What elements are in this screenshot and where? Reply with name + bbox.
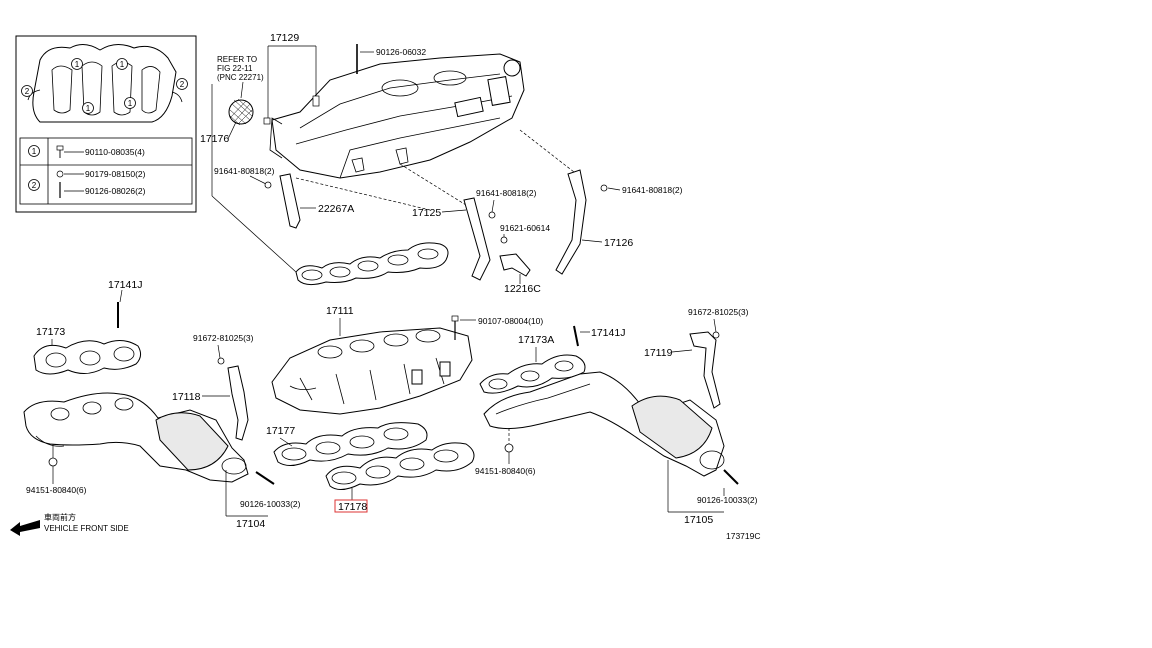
svg-text:90126-10033(2): 90126-10033(2) [697,495,758,505]
svg-text:17111: 17111 [326,305,354,317]
svg-text:17141J: 17141J [108,279,142,291]
exhaust-manifold-17105 [483,371,725,477]
svg-text:17177: 17177 [266,425,295,437]
svg-text:91641-80818(2): 91641-80818(2) [476,188,537,198]
svg-text:90126-10033(2): 90126-10033(2) [240,499,301,509]
vehicle-front-arrow: 車両前方 VEHICLE FRONT SIDE [10,512,129,536]
gasket-17178: 17178 [325,442,475,513]
stud-17141J-right: 17141J [573,325,625,347]
svg-text:VEHICLE FRONT SIDE: VEHICLE FRONT SIDE [44,524,129,533]
svg-text:91672-81025(3): 91672-81025(3) [688,307,749,317]
figure-id: 173719C [726,531,761,541]
svg-text:17173A: 17173A [518,334,554,346]
svg-text:17105: 17105 [684,514,713,526]
gasket-17177: 17177 [266,422,428,466]
svg-text:90110-08035(4): 90110-08035(4) [85,147,145,157]
bracket-22267A: 22267A [279,173,354,229]
pcv-mesh-filter [228,98,254,126]
svg-text:94151-80840(6): 94151-80840(6) [26,485,87,495]
label-17176: 17176 [200,121,237,145]
svg-text:(PNC 22271): (PNC 22271) [217,73,264,82]
svg-text:17141J: 17141J [591,327,625,339]
inset-callout-2a: 2 [21,85,33,97]
svg-text:17118: 17118 [172,391,201,403]
svg-text:91672-81025(3): 91672-81025(3) [193,333,254,343]
svg-text:17173: 17173 [36,326,65,338]
label-91641-left: 91641-80818(2) [214,166,275,189]
svg-text:17126: 17126 [604,237,633,249]
svg-text:17119: 17119 [644,347,673,359]
bracket-17125: 17125 [412,197,491,281]
upper-intake-plenum [269,53,525,179]
label-91621: 91621-60614 [500,223,550,244]
label-90107: 90107-08004(10) [451,315,543,340]
svg-text:90179-08150(2): 90179-08150(2) [85,169,146,179]
bracket-17126: 17126 [519,129,633,275]
svg-text:1: 1 [86,104,91,113]
svg-text:車両前方: 車両前方 [44,512,76,522]
svg-text:2: 2 [25,87,30,96]
highlight-box [334,499,368,513]
inset-panel: 1 1 1 1 2 2 1 2 90110-08035(4) 90179-081… [15,35,197,213]
label-91641-mid: 91641-80818(2) [476,188,537,219]
inset-callout-1b: 1 [116,58,128,70]
svg-text:17104: 17104 [236,518,265,530]
inset-manifold-drawing [27,44,183,123]
refer-note: REFER TO FIG 22-11 (PNC 22271) [217,55,264,99]
exhaust-manifold-17104 [23,392,249,483]
svg-text:17129: 17129 [270,32,299,44]
inset-callout-2b: 2 [176,78,188,90]
label-90126-06032: 90126-06032 [356,44,426,74]
nut-icon [56,170,64,178]
gasket-17173A: 17173A [479,334,586,394]
bracket-17118: 17118 [172,365,249,441]
svg-text:17178: 17178 [338,501,367,513]
svg-text:17176: 17176 [200,133,229,145]
svg-text:1: 1 [75,60,80,69]
stud-90126-left: 90126-10033(2) 17104 [225,470,301,530]
stud-17141J-left: 17141J [108,279,142,328]
svg-text:2: 2 [180,80,185,89]
svg-text:17125: 17125 [412,207,441,219]
inset-callout-1d: 1 [124,97,136,109]
svg-text:91641-80818(2): 91641-80818(2) [622,185,683,195]
bracket-12216C: 12216C [499,253,541,295]
label-94151-right: 94151-80840(6) [475,428,536,476]
arrow-left-icon [10,520,40,536]
svg-text:91621-60614: 91621-60614 [500,223,550,233]
inset-legend: 1 2 90110-08035(4) 90179-08150(2) 90126-… [19,137,193,205]
svg-text:1: 1 [128,99,133,108]
bolt-icon [56,145,64,158]
inset-callout-1a: 1 [71,58,83,70]
svg-text:1: 1 [120,60,125,69]
svg-text:1: 1 [32,147,37,156]
svg-text:2: 2 [32,181,37,190]
lower-intake-manifold: 17111 [271,305,473,415]
svg-text:90126-08026(2): 90126-08026(2) [85,186,146,196]
upper-gasket-leaders [211,84,475,273]
stud-90126-right: 90126-10033(2) 17105 [667,460,758,526]
svg-text:12216C: 12216C [504,283,541,295]
upper-gasket-chain [295,242,449,286]
svg-text:90107-08004(10): 90107-08004(10) [478,316,543,326]
svg-text:FIG 22-11: FIG 22-11 [217,64,253,73]
label-91672-right: 91672-81025(3) [688,307,749,339]
label-17129: 17129 [263,32,320,125]
label-91672-left: 91672-81025(3) [193,333,254,365]
svg-text:90126-06032: 90126-06032 [376,47,426,57]
svg-text:94151-80840(6): 94151-80840(6) [475,466,536,476]
label-91641-right: 91641-80818(2) [600,184,683,195]
bracket-17119: 17119 [644,331,721,409]
inset-callout-1c: 1 [82,102,94,114]
gasket-17173: 17173 [33,326,142,375]
svg-text:REFER TO: REFER TO [217,55,257,64]
label-94151-left: 94151-80840(6) [26,444,87,495]
svg-text:91641-80818(2): 91641-80818(2) [214,166,275,176]
svg-text:22267A: 22267A [318,203,354,215]
